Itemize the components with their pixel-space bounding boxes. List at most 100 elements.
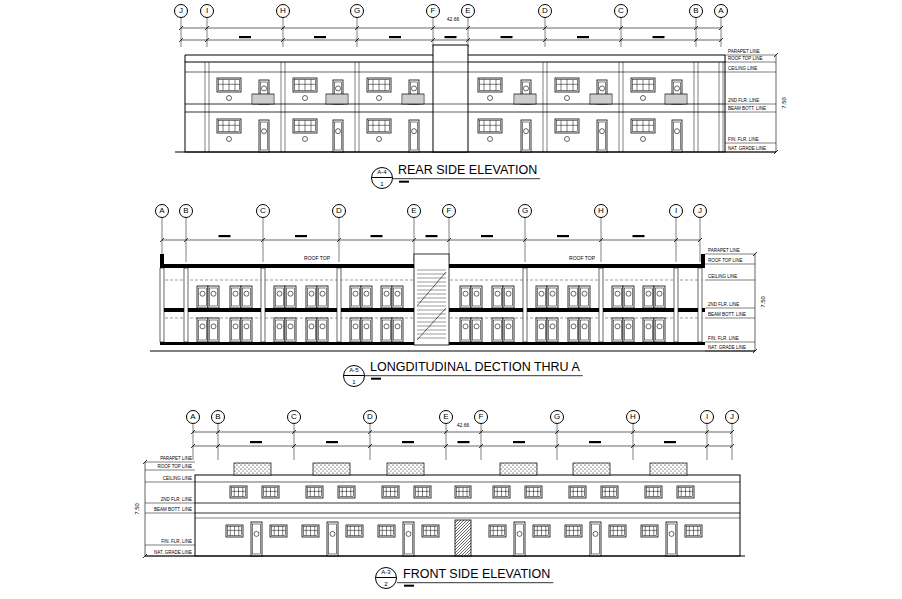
grade-line (175, 152, 776, 153)
dimension-mark (219, 235, 231, 237)
door-symbol (597, 120, 607, 152)
door-vision-panel (262, 129, 267, 134)
door-vision-panel (364, 324, 369, 329)
balcony-railing (402, 94, 424, 104)
railing-bar (667, 94, 668, 104)
grid-bubble: C (287, 410, 301, 424)
window-mullion (496, 121, 497, 132)
window-symbol (382, 486, 399, 498)
window-frame (571, 488, 585, 497)
door-vision-panel (571, 291, 576, 296)
window-transom (272, 530, 286, 531)
window-transom (348, 530, 362, 531)
callout-circle (227, 137, 232, 142)
door-panel (243, 320, 251, 340)
door-vision-panel (200, 324, 205, 329)
grid-bubble: A (155, 204, 169, 218)
window-mullion (305, 121, 306, 132)
door-vision-panel (277, 291, 282, 296)
stair-tread (417, 270, 446, 271)
door-symbol (623, 318, 634, 342)
railing-bar (334, 94, 335, 104)
dimension-tick (281, 38, 285, 42)
door-vision-panel (615, 291, 620, 296)
door-panel (199, 288, 207, 306)
railing-bar (520, 94, 521, 104)
window-symbol (270, 525, 287, 537)
stair-tread (417, 310, 446, 311)
railing-bar (673, 94, 674, 104)
door-symbol (460, 318, 471, 342)
window-symbol (455, 486, 471, 498)
door-symbol (403, 522, 414, 556)
window-mullion (385, 121, 386, 132)
door-panel (329, 524, 337, 554)
window-mullion (577, 488, 578, 497)
level-label: ROOF TOP (569, 256, 595, 262)
window-mullion (230, 527, 231, 536)
view-reference-symbol: A-51 (343, 365, 365, 387)
railing-bar (416, 94, 417, 104)
balcony-railing (252, 94, 274, 104)
title-underline (397, 582, 553, 583)
window-mullion (242, 488, 243, 497)
window-mullion (305, 80, 306, 91)
door-vision-panel (336, 129, 341, 134)
dimension-tick (179, 26, 183, 30)
window-mullion (693, 527, 694, 536)
grid-line (294, 424, 295, 460)
window-mullion (299, 121, 300, 132)
grid-line (193, 424, 194, 460)
dimension-text: 42.66 (457, 423, 470, 429)
grid-bubble: I (200, 4, 214, 18)
door-panel (319, 320, 327, 340)
window-transom (491, 530, 505, 531)
window-symbol (302, 525, 319, 537)
window-frame (457, 488, 470, 497)
level-line (705, 342, 755, 343)
stair-band (433, 104, 468, 105)
door-symbol (612, 318, 623, 342)
grid-line (696, 18, 697, 47)
railing-bar (522, 94, 523, 104)
level-line (725, 62, 776, 63)
window-frame (424, 527, 438, 536)
parapet-end (725, 55, 726, 62)
door-symbol (274, 318, 285, 342)
window-mullion (229, 80, 230, 91)
door-symbol (285, 286, 296, 308)
window-transom (369, 84, 390, 85)
callout-circle (565, 137, 570, 142)
door-symbol (317, 286, 328, 308)
window-frame (295, 80, 316, 91)
window-transom (557, 84, 578, 85)
balcony-railing (514, 94, 536, 104)
railing-bar (344, 94, 345, 104)
door-vision-panel (244, 291, 249, 296)
window-mullion (426, 488, 427, 497)
window-mullion (573, 80, 574, 91)
window-mullion (229, 121, 230, 132)
door-vision-panel (675, 86, 680, 91)
window-frame (219, 80, 240, 91)
stair-tread (417, 306, 446, 307)
window-symbol (609, 525, 626, 537)
door-panel (494, 320, 502, 340)
column-line (543, 62, 544, 152)
stair-band (433, 62, 468, 63)
window-transom (557, 125, 578, 126)
grid-bubble: D (538, 4, 552, 18)
stair-flight (417, 272, 446, 306)
level-line (145, 462, 195, 463)
railing-bar (406, 94, 407, 104)
dimension-tick (368, 444, 372, 448)
grid-line (545, 18, 546, 47)
door-panel (253, 524, 261, 554)
window-mullion (282, 527, 283, 536)
window-symbol (346, 525, 363, 537)
window-symbol (367, 78, 391, 92)
door-vision-panel (364, 291, 369, 296)
door-panel (308, 320, 316, 340)
railing-bar (270, 94, 271, 104)
stair-tread (417, 334, 446, 335)
